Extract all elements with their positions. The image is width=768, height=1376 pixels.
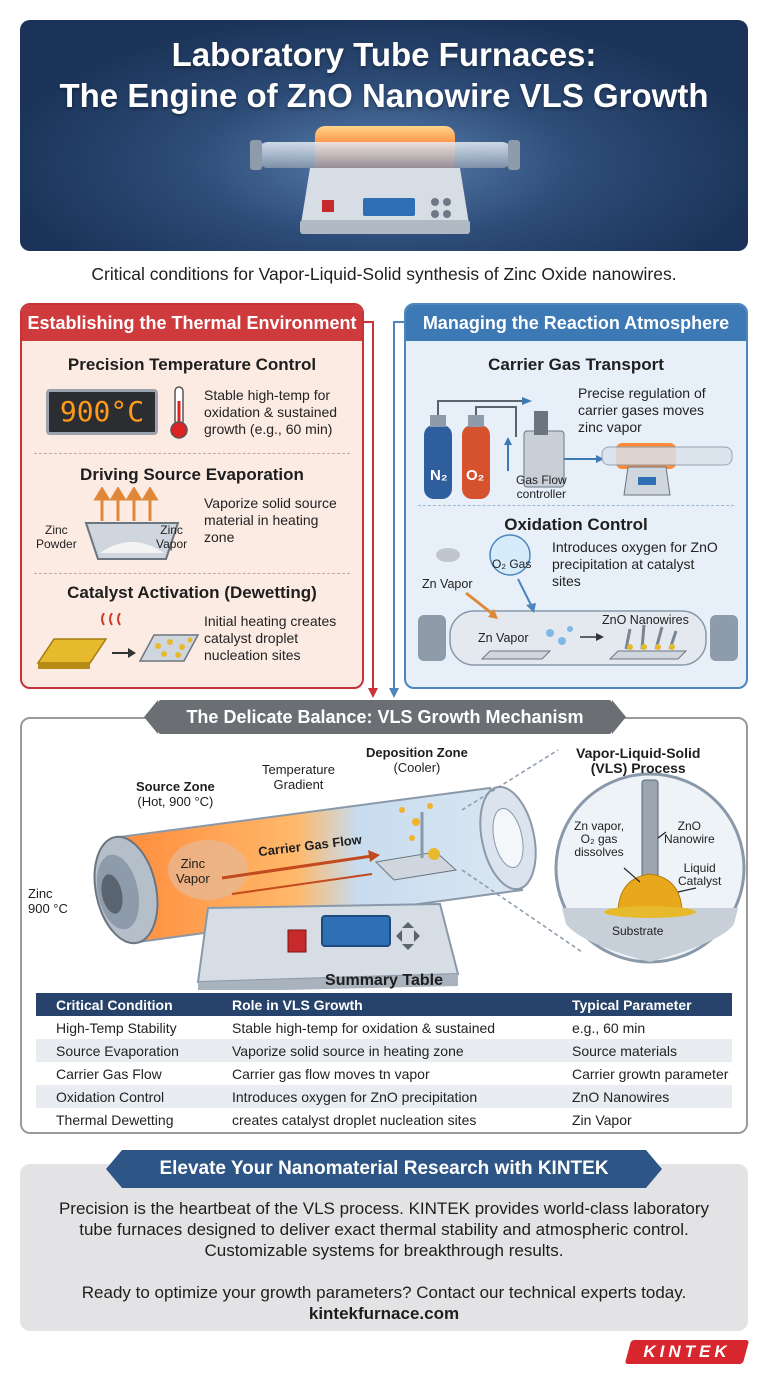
divider (34, 453, 350, 454)
connector-arrows (364, 321, 404, 698)
table-row: High-Temp Stability Stable high-temp for … (36, 1016, 732, 1039)
table-cell: Source Evaporation (36, 1039, 212, 1062)
table-cell: Zin Vapor (572, 1111, 632, 1128)
tube-zn-vapor-label: Zn Vapor (478, 631, 529, 645)
vls-banner: The Delicate Balance: VLS Growth Mechani… (144, 700, 626, 734)
summary-table: Critical Condition Role in VLS Growth Ty… (36, 993, 732, 1131)
vls-furnace-illustration (93, 749, 746, 990)
table-header-cell: Typical Parameter (552, 993, 732, 1016)
table-cell: Thermal Dewetting (56, 1111, 174, 1128)
table-cell: Source materials (552, 1039, 732, 1062)
oxidation-title: Oxidation Control (504, 515, 648, 534)
table-header-row: Critical Condition Role in VLS Growth Ty… (36, 993, 732, 1016)
website-link[interactable]: kintekfurnace.com (308, 1304, 460, 1323)
crucible-icon (84, 487, 180, 560)
title-line-1: Laboratory Tube Furnaces: (171, 36, 597, 73)
table-row: Carrier Gas Flow Carrier gas flow moves t… (36, 1062, 732, 1085)
table-header-cell: Critical Condition (36, 993, 212, 1016)
temperature-display: 900°C (46, 389, 158, 435)
vls-substrate-label: Substrate (612, 924, 664, 938)
zn-vapor-label: Zn Vapor (422, 577, 473, 591)
table-row: Thermal Dewetting creates catalyst drople… (36, 1108, 732, 1131)
thermometer-icon (170, 386, 188, 439)
catalyst-section: Catalyst Activation (Dewetting) Initial … (22, 573, 362, 687)
tube-furnace-illustration (250, 126, 520, 234)
table-cell: Oxidation Control (36, 1085, 212, 1108)
cta-banner: Elevate Your Nanomaterial Research with … (106, 1150, 662, 1188)
atmosphere-header: Managing the Reaction Atmosphere (406, 305, 746, 341)
cta-contact: Ready to optimize your growth parameters… (81, 1283, 687, 1323)
kintek-logo: KINTEK (624, 1340, 750, 1364)
table-cell: creates catalyst droplet nucleation site… (232, 1111, 477, 1128)
divider (418, 505, 734, 506)
summary-table-title: Summary Table (325, 972, 443, 989)
temperature-section: Precision Temperature Control 900°C Stab… (22, 341, 362, 453)
evaporation-title: Driving Source Evaporation (80, 465, 304, 484)
hero-banner: Laboratory Tube Furnaces: The Engine of Z… (20, 20, 748, 251)
table-cell: ZnO Nanowires (552, 1085, 732, 1108)
o2-label: O₂ (466, 467, 485, 484)
o2-gas-label: O₂ Gas (492, 557, 532, 571)
divider (34, 573, 350, 574)
page-title: Laboratory Tube Furnaces: The Engine of Z… (20, 34, 748, 116)
oxidation-tube-illustration (418, 534, 738, 666)
thermal-panel: Establishing the Thermal Environment Pre… (20, 303, 364, 689)
cta-paragraph: Precision is the heartbeat of the VLS pr… (58, 1199, 710, 1260)
table-cell: Vaporize solid source in heating zone (212, 1039, 552, 1062)
table-cell: Carrier gas flow moves tn vapor (232, 1065, 430, 1082)
table-cell: Carrier Gas Flow (56, 1065, 162, 1082)
table-header-cell: Role in VLS Growth (212, 993, 552, 1016)
gas-cylinders-illustration (424, 397, 733, 499)
table-cell: Introduces oxygen for ZnO precipitation (212, 1085, 552, 1108)
atmosphere-panel: Managing the Reaction Atmosphere Carrier… (404, 303, 748, 689)
subtitle: Critical conditions for Vapor-Liquid-Sol… (91, 264, 677, 284)
table-cell: High-Temp Stability (56, 1019, 177, 1036)
zno-nanowires-label: ZnO Nanowires (602, 613, 689, 627)
n2-label: N₂ (430, 467, 448, 484)
dewetting-icon (36, 613, 200, 669)
table-cell: e.g., 60 min (572, 1019, 646, 1036)
title-line-2: The Engine of ZnO Nanowire VLS Growth (59, 77, 709, 114)
vls-process-title: Vapor-Liquid-Solid(VLS) Process (576, 745, 701, 776)
cta-panel: Precision is the heartbeat of the VLS pr… (20, 1164, 748, 1331)
deposition-zone-label: Deposition Zone(Cooler) (366, 745, 468, 775)
temperature-title: Precision Temperature Control (67, 355, 317, 374)
carrier-gas-title: Carrier Gas Transport (488, 355, 664, 374)
source-zone-label: Source Zone(Hot, 900 °C) (136, 779, 215, 809)
thermal-header: Establishing the Thermal Environment (22, 305, 362, 341)
oxidation-section: Oxidation Control Zn Vapor O₂ Gas Zn Vap… (406, 505, 746, 687)
table-cell: Stable high-temp for oxidation & sustain… (232, 1019, 496, 1036)
catalyst-title: Catalyst Activation (Dewetting) (67, 583, 317, 602)
table-cell: Carrier growtn parameter (572, 1065, 729, 1082)
